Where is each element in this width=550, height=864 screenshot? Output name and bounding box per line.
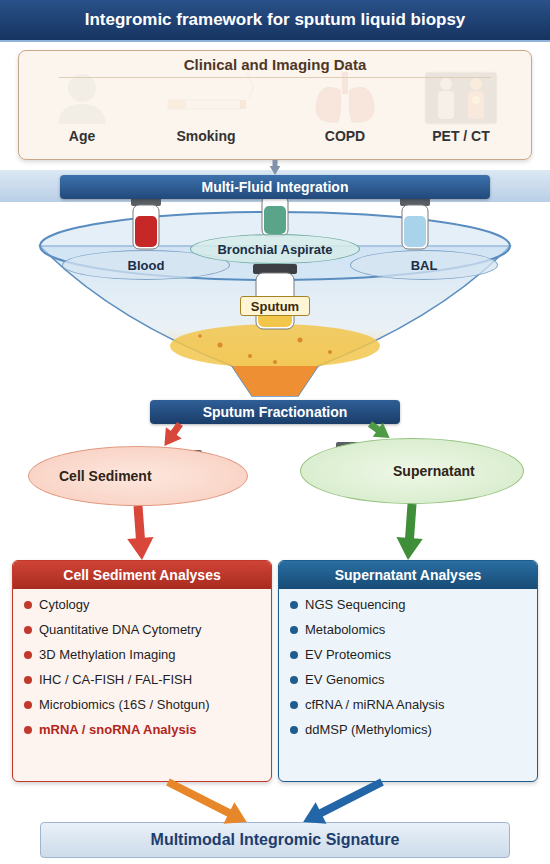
analysis-item: Cytology — [13, 597, 271, 612]
arrow-shaft — [409, 504, 412, 540]
band-node: Sputum Fractionation — [150, 400, 400, 424]
node-label: Sputum — [251, 299, 299, 314]
panel-heading: Supernatant Analyses — [279, 561, 537, 589]
analysis-item: Metabolomics — [279, 622, 537, 637]
arrow-head — [373, 423, 390, 438]
node-label: Supernatant — [393, 463, 475, 479]
arrow-head — [224, 802, 247, 823]
factor-label: Age — [22, 128, 142, 144]
arrow-shaft — [138, 506, 141, 540]
analysis-item: Microbiomics (16S / Shotgun) — [13, 697, 271, 712]
ana-node: Cell Sediment AnalysesCytologyQuantitati… — [12, 560, 272, 782]
node-label: Multi-Fluid Integration — [202, 179, 349, 195]
analysis-item: IHC / CA-FISH / FAL-FISH — [13, 672, 271, 687]
arrow-shaft — [168, 782, 231, 814]
node-label: Clinical and Imaging Data — [59, 51, 491, 78]
analysis-item: 3D Methylation Imaging — [13, 647, 271, 662]
sput-node: Sputum — [240, 296, 310, 316]
arrow-shaft — [319, 782, 382, 814]
arrow-head — [270, 166, 281, 175]
analysis-item: EV Proteomics — [279, 647, 537, 662]
band-node: Multi-Fluid Integration — [60, 175, 490, 199]
node-label: BAL — [411, 258, 438, 273]
flow-arrow — [127, 506, 153, 560]
flow-arrow — [303, 782, 382, 824]
arrow-shaft — [370, 424, 379, 430]
flow-arrow — [370, 423, 390, 438]
sig-node: Multimodal Integromic Signature — [40, 822, 510, 858]
band-wing — [0, 170, 550, 202]
blood-tube — [131, 197, 161, 249]
flow-arrow — [396, 504, 422, 560]
analysis-item: cfRNA / miRNA Analysis — [279, 697, 537, 712]
oval-node: BAL — [350, 250, 498, 280]
flow-arrow — [168, 782, 247, 824]
analysis-item: NGS Sequencing — [279, 597, 537, 612]
analysis-item: EV Genomics — [279, 672, 537, 687]
analysis-item: Quantitative DNA Cytometry — [13, 622, 271, 637]
title-banner: Integromic framework for sputum liquid b… — [0, 0, 550, 42]
arrow-shaft — [273, 160, 278, 167]
bal-tube — [400, 197, 430, 249]
ana-node: Supernatant AnalysesNGS SequencingMetabo… — [278, 560, 538, 782]
factor-label: Smoking — [146, 128, 266, 144]
arrow-head — [303, 802, 326, 823]
analysis-item: mRNA / snoRNA Analysis — [13, 722, 271, 737]
node-label: Multimodal Integromic Signature — [151, 831, 400, 849]
flow-arrow — [164, 424, 181, 446]
ell-node: Supernatant — [300, 438, 524, 504]
factor-label: PET / CT — [401, 128, 521, 144]
flow-arrow — [270, 160, 281, 175]
node-label: Blood — [128, 258, 165, 273]
factor-label: COPD — [285, 128, 405, 144]
node-label: Sputum Fractionation — [203, 404, 348, 420]
node-label: Bronchial Aspirate — [217, 242, 332, 257]
node-label: Cell Sediment — [59, 468, 152, 484]
arrow-shaft — [173, 424, 180, 434]
funnel — [40, 212, 510, 396]
panel-heading: Cell Sediment Analyses — [13, 561, 271, 589]
arrow-head — [396, 537, 422, 560]
analysis-item: ddMSP (Methylomics) — [279, 722, 537, 737]
ell-node: Cell Sediment — [28, 446, 248, 506]
oval-node: Bronchial Aspirate — [190, 234, 360, 264]
arrow-head — [164, 427, 181, 446]
arrow-head — [127, 537, 153, 560]
